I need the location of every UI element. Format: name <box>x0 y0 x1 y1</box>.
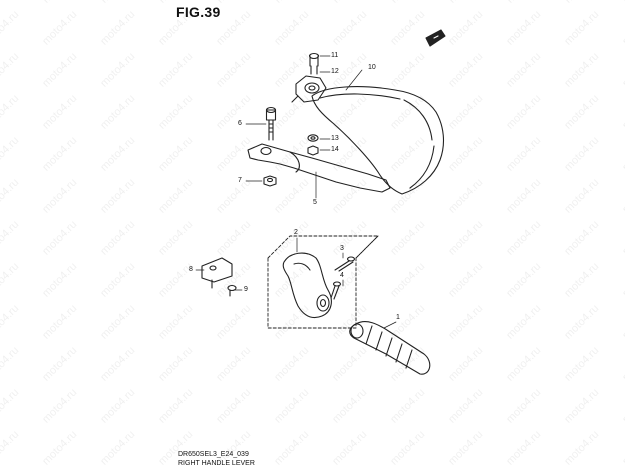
throttle-housing-2 <box>282 252 332 319</box>
washer-13 <box>307 134 319 142</box>
leader-lines <box>195 55 397 329</box>
callout-7: 7 <box>238 177 242 184</box>
pivot-bolt-6 <box>265 106 277 141</box>
callout-9: 9 <box>244 286 248 293</box>
callout-14: 14 <box>331 146 339 153</box>
front-direction-arrow-icon <box>425 29 446 47</box>
callout-6: 6 <box>238 120 242 127</box>
callout-12: 12 <box>331 68 339 75</box>
throttle-housing-box <box>267 235 379 329</box>
cable-cover-8 <box>201 257 233 289</box>
callout-13: 13 <box>331 135 339 142</box>
brake-lever-5 <box>247 143 391 193</box>
figure-title: FIG.39 <box>176 4 221 20</box>
hand-guard-part <box>311 86 445 195</box>
model-code: DR650SEL3_E24_039 <box>178 451 249 458</box>
callout-11: 11 <box>331 52 339 59</box>
callout-3: 3 <box>340 245 344 252</box>
callout-1: 1 <box>396 314 400 321</box>
callout-2: 2 <box>294 229 298 236</box>
bolt-11 <box>308 52 320 75</box>
nut-14 <box>307 145 319 156</box>
handlebar-grip-1 <box>349 321 431 375</box>
screw-9 <box>227 284 237 297</box>
callout-8: 8 <box>189 266 193 273</box>
screw-3 <box>334 256 356 272</box>
figure-caption: RIGHT HANDLE LEVER <box>178 460 255 467</box>
callout-5: 5 <box>313 199 317 206</box>
nut-7 <box>263 175 277 187</box>
guard-bracket <box>291 75 327 103</box>
callout-4: 4 <box>340 272 344 279</box>
callout-10: 10 <box>368 64 376 71</box>
screw-4 <box>330 281 342 300</box>
